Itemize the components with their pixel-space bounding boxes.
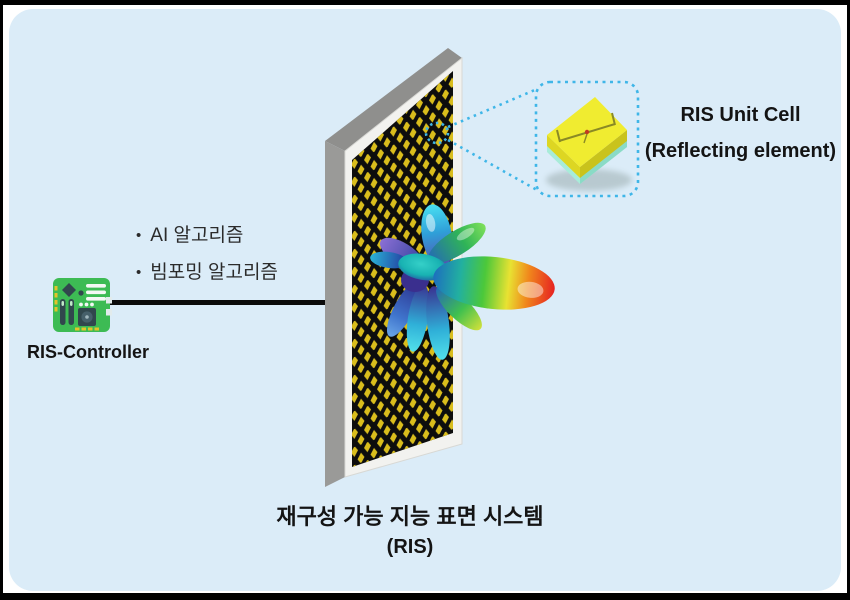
caption-line-1: 재구성 가능 지능 표면 시스템 — [276, 504, 544, 529]
unit-cell-marker-circle — [424, 121, 450, 145]
caption-line-2: (RIS) — [386, 536, 434, 558]
unit-cell-callout-graphics — [424, 80, 640, 198]
unit-cell-3d — [546, 97, 632, 191]
algorithm-item-label: 빔포밍 알고리즘 — [150, 262, 278, 283]
list-item: • AI 알고리즘 — [136, 224, 336, 248]
beam-lobe-main — [433, 256, 555, 310]
unit-cell-title: RIS Unit Cell — [680, 104, 801, 126]
ris-controller-label: RIS-Controller — [26, 342, 149, 362]
callout-box — [534, 80, 640, 198]
panel-side-face — [325, 141, 345, 487]
list-item: • 빔포밍 알고리즘 — [136, 261, 336, 285]
callout-line-bottom — [447, 138, 538, 192]
ris-controller-icon — [53, 278, 112, 332]
panel-top-face — [325, 48, 462, 151]
beam-pattern — [370, 204, 555, 360]
unit-cell-subtitle: (Reflecting element) — [644, 140, 837, 162]
unit-cell-feed-dot — [584, 129, 590, 135]
callout-line-top — [447, 87, 538, 129]
algorithm-list: • AI 알고리즘 • 빔포밍 알고리즘 — [136, 224, 336, 298]
beam-lobe-down-right — [436, 285, 482, 331]
diagram-caption: 재구성 가능 지능 표면 시스템 (RIS) — [230, 499, 590, 559]
beam-lobe-down-1 — [406, 284, 430, 352]
beam-lobe-down-left — [386, 281, 422, 337]
beam-lobe-upper-right — [428, 222, 486, 264]
bullet-icon: • — [136, 264, 142, 281]
controller-wire — [106, 300, 350, 305]
algorithm-item-label: AI 알고리즘 — [150, 225, 244, 246]
bullet-icon: • — [136, 227, 142, 244]
